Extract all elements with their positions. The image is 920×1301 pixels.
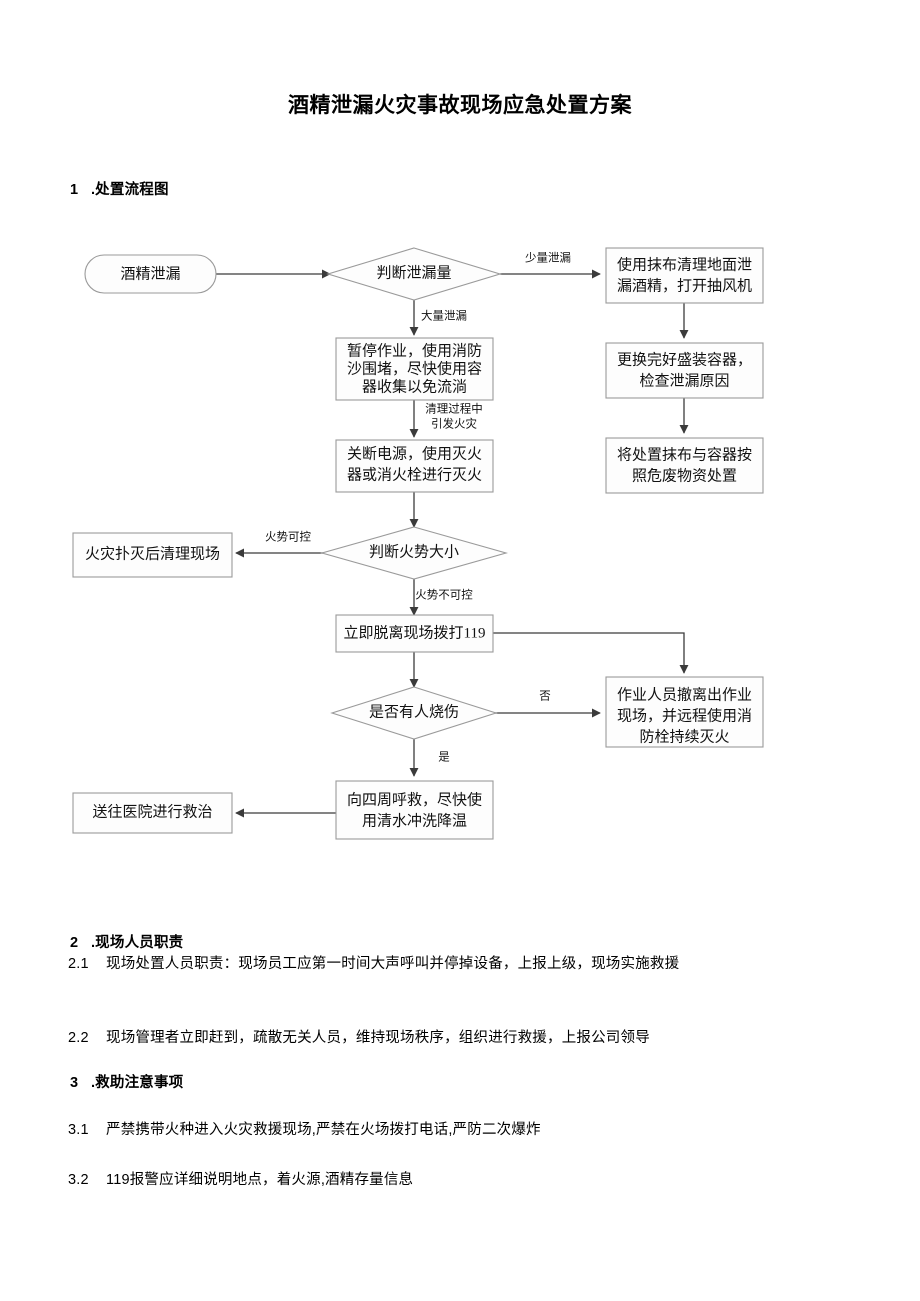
flow-node-burn-injury-decision: 是否有人烧伤	[330, 686, 498, 740]
flow-node-burn-injury-label: 是否有人烧伤	[369, 703, 459, 720]
flow-node-leak-amount-decision: 判断泄漏量	[326, 247, 502, 301]
edge-label-yes: 是	[438, 751, 450, 764]
paragraph-3-1-text: 严禁携带火种进入火灾救援现场,严禁在火场拨打电话,严防二次爆炸	[106, 1122, 541, 1138]
paragraph-2-1-number: 2.1	[68, 956, 89, 972]
paragraph-2-2: 2.2 现场管理者立即赶到，疏散无关人员，维持现场秩序，组织进行救援，上报公司领导	[68, 1026, 858, 1051]
flow-node-evacuate-remote-line3: 防栓持续灭火	[639, 728, 729, 745]
edge-119-to-evacuate	[492, 632, 689, 674]
flow-node-clean-small-leak: 使用抹布清理地面泄 漏酒精，打开抽风机	[605, 247, 764, 304]
flow-node-stop-work-line3: 器收集以免流淌	[362, 378, 467, 395]
paragraph-2-2-text: 现场管理者立即赶到，疏散无关人员，维持现场秩序，组织进行救援，上报公司领导	[106, 1030, 650, 1046]
paragraph-3-2-number: 3.2	[68, 1172, 89, 1188]
flow-node-stop-work-line1: 暂停作业，使用消防	[347, 342, 482, 359]
flow-node-evacuate-remote: 作业人员撤离出作业 现场，并远程使用消 防栓持续灭火	[605, 676, 764, 748]
paragraph-3-2-text: 119报警应详细说明地点，着火源,酒精存量信息	[106, 1172, 414, 1188]
flow-node-start: 酒精泄漏	[84, 254, 217, 294]
paragraph-3-1-number: 3.1	[68, 1122, 89, 1138]
flow-node-evacuate-remote-line1: 作业人员撤离出作业	[617, 686, 752, 703]
edge-label-small-leak: 少量泄漏	[525, 251, 571, 265]
flow-node-evacuate-remote-line2: 现场，并远程使用消	[617, 707, 752, 724]
paragraph-2-1-text: 现场处置人员职责：现场员工应第一时间大声呼叫并停掉设备，上报上级，现场实施救援	[106, 956, 680, 972]
edge-label-fire-during-clean-line1: 清理过程中	[425, 403, 483, 416]
edge-label-no: 否	[539, 691, 551, 703]
flow-node-cut-power-line2: 器或消火栓进行灭火	[347, 466, 482, 483]
flow-node-call-help-water-line2: 用清水冲洗降温	[362, 812, 467, 829]
flow-node-replace-container: 更换完好盛装容器， 检查泄漏原因	[605, 342, 764, 399]
section-heading-2: 2 .现场人员职责	[70, 935, 184, 951]
flow-node-start-label: 酒精泄漏	[120, 265, 180, 282]
paragraph-2-1: 2.1 现场处置人员职责：现场员工应第一时间大声呼叫并停掉设备，上报上级，现场实施…	[68, 952, 858, 977]
flow-node-clean-small-line2: 漏酒精，打开抽风机	[617, 277, 752, 294]
edge-label-fire-controllable: 火势可控	[265, 530, 311, 544]
edge-label-fire-uncontrollable: 火势不可控	[415, 588, 473, 602]
flow-node-stop-work: 暂停作业，使用消防 沙围堵，尽快使用容 器收集以免流淌	[335, 337, 494, 401]
flow-node-fire-size-label: 判断火势大小	[369, 543, 459, 560]
flow-node-hazard-waste-line2: 照危废物资处置	[632, 467, 737, 484]
flow-node-to-hospital-label: 送往医院进行救治	[92, 802, 212, 820]
flow-node-hazard-waste-line1: 将处置抹布与容器按	[617, 446, 752, 463]
flow-node-clean-after-fire-label: 火灾扑灭后清理现场	[85, 545, 220, 562]
flow-node-clean-after-fire: 火灾扑灭后清理现场	[72, 532, 233, 578]
flow-node-replace-container-line2: 检查泄漏原因	[639, 372, 729, 389]
paragraph-2-2-number: 2.2	[68, 1030, 89, 1046]
page-title: 酒精泄漏火灾事故现场应急处置方案	[288, 94, 632, 117]
paragraph-3-1: 3.1 严禁携带火种进入火灾救援现场,严禁在火场拨打电话,严防二次爆炸	[68, 1118, 858, 1143]
flow-node-cut-power-line1: 关断电源，使用灭火	[347, 445, 482, 462]
flow-node-call-119: 立即脱离现场拨打119	[335, 614, 494, 653]
flow-node-call-help-water: 向四周呼救，尽快使 用清水冲洗降温	[335, 780, 494, 840]
flow-node-cut-power: 关断电源，使用灭火 器或消火栓进行灭火	[335, 439, 494, 493]
flow-node-to-hospital: 送往医院进行救治	[72, 792, 233, 834]
flow-node-replace-container-line1: 更换完好盛装容器，	[617, 351, 752, 368]
paragraph-3-2: 3.2 119报警应详细说明地点，着火源,酒精存量信息	[68, 1168, 858, 1193]
flow-node-call-help-water-line1: 向四周呼救，尽快使	[347, 791, 482, 808]
flow-node-stop-work-line2: 沙围堵，尽快使用容	[347, 360, 482, 377]
edge-label-large-leak: 大量泄漏	[421, 309, 467, 323]
flow-node-call-119-label: 立即脱离现场拨打119	[344, 624, 486, 641]
flow-node-fire-size-decision: 判断火势大小	[319, 526, 509, 580]
section-heading-3: 3 .救助注意事项	[70, 1075, 184, 1091]
flow-node-hazard-waste: 将处置抹布与容器按 照危废物资处置	[605, 437, 764, 494]
section-heading-1: 1 .处置流程图	[70, 182, 169, 198]
emergency-response-flowchart: 酒精泄漏 判断泄漏量 少量泄漏 大量泄漏 使用抹布清理地面泄 漏酒精，打开抽风机…	[0, 225, 920, 865]
edge-label-fire-during-clean-line2: 引发火灾	[431, 417, 477, 431]
flow-node-clean-small-line1: 使用抹布清理地面泄	[617, 256, 752, 273]
flow-node-leak-amount-label: 判断泄漏量	[376, 264, 451, 281]
